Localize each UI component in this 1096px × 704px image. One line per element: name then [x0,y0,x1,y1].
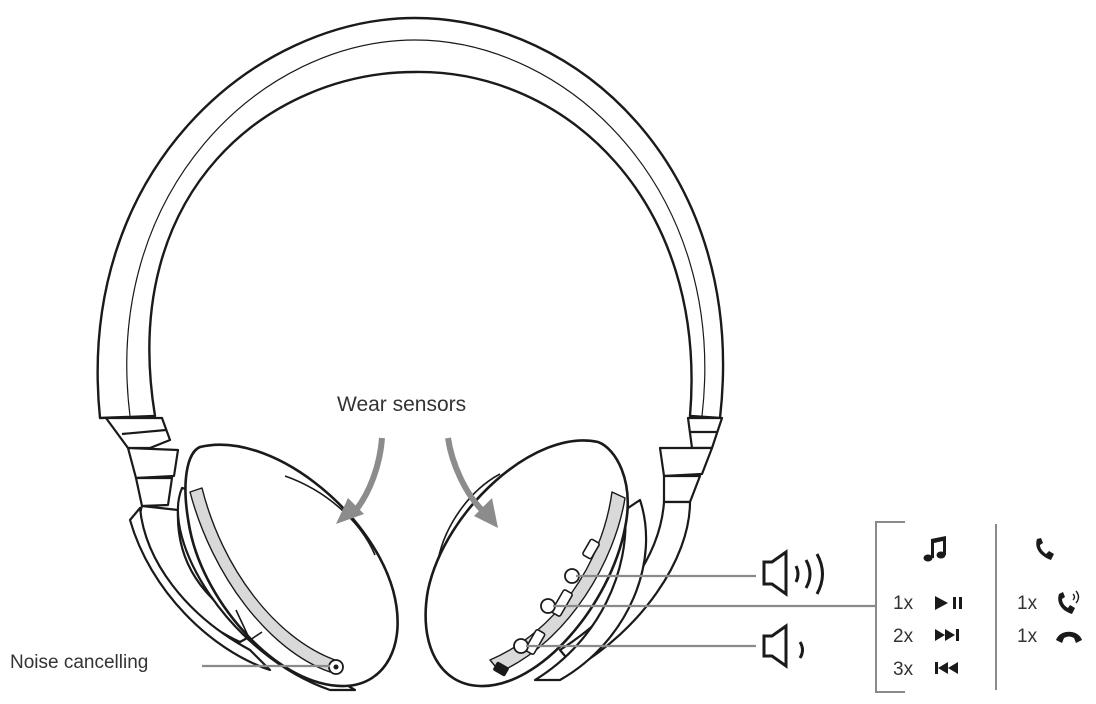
end-call-icon [1056,632,1082,643]
wear-sensors-label: Wear sensors [337,393,466,417]
headband [98,18,723,418]
music-note-icon [924,536,947,562]
media-count-previous-track: 3x [893,659,913,681]
media-count-play-pause: 1x [893,593,913,615]
phone-icon [1036,538,1054,560]
next-track-icon [935,629,959,641]
call-count-end: 1x [1017,626,1037,648]
play-pause-icon [935,596,962,610]
noise-cancelling-label: Noise cancelling [10,652,148,674]
media-count-next-track: 2x [893,626,913,648]
answer-call-icon [1058,591,1078,614]
previous-track-icon [935,662,958,674]
left-ear-cup [178,445,398,690]
volume-down-icon [764,626,803,666]
call-count-answer: 1x [1017,593,1037,615]
volume-up-icon [764,552,823,594]
